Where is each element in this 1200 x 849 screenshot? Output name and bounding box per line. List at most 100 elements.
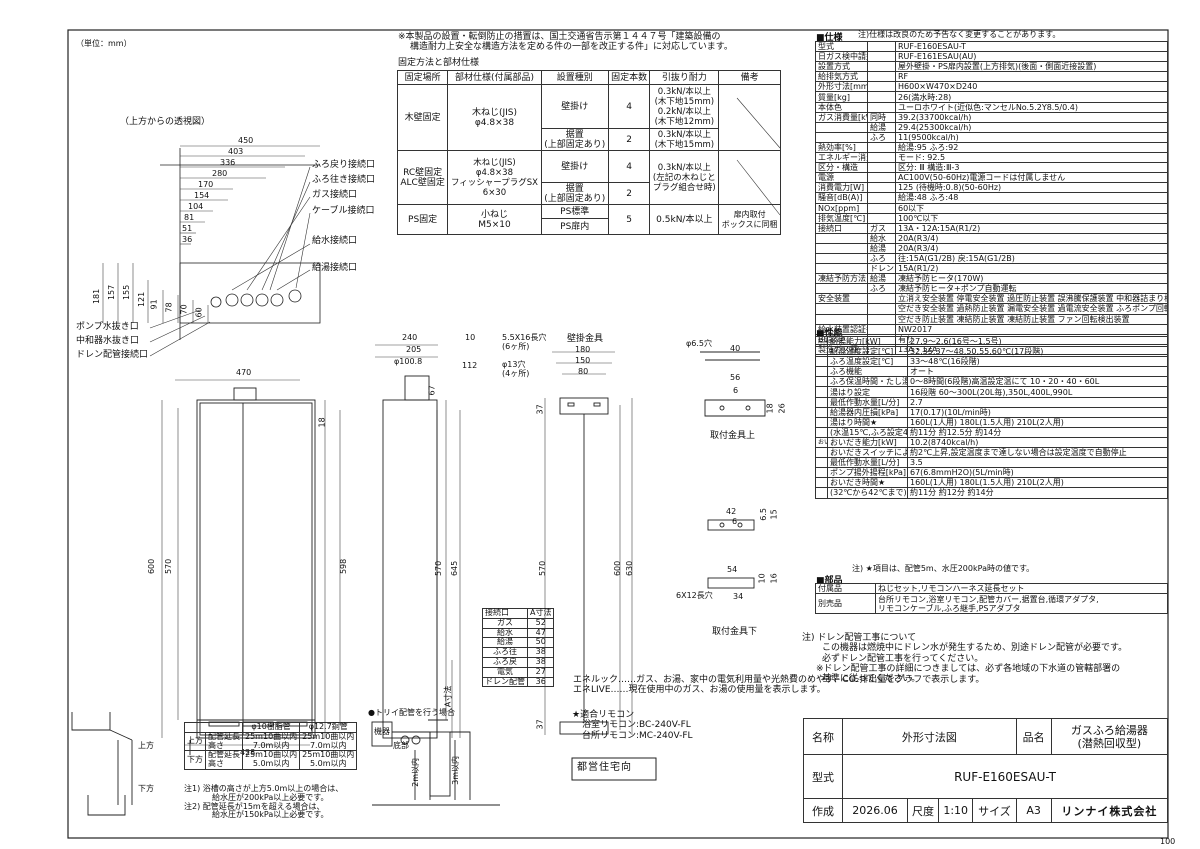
spec-sub	[867, 141, 896, 154]
parts-label-included: 付属品	[815, 582, 876, 595]
spec-value: RUF-E160ESAU-T	[895, 40, 1168, 53]
spec-label	[815, 242, 868, 254]
pipe-notes: 注1) 浴槽の高さが上方5.0m以上の場合は、 給水圧が200kPa以上必要です…	[184, 784, 343, 820]
dim-wall-180: 180	[575, 345, 591, 354]
conn-label-drain-pipe: ドレン配管接続口	[76, 350, 149, 360]
front-view-dims	[161, 379, 341, 746]
dim-wall-570: 570	[538, 560, 548, 577]
perf-label: (水温15℃,ふろ設定42℃)	[827, 426, 908, 438]
front-view-drawing	[189, 387, 316, 755]
spec-row: 日ガス検中請型式RUF-E161ESAU(AU)	[815, 51, 1168, 63]
spec-value: 屋外壁掛・PS扉内設置(上方排気)(後面・側面近接設置)	[895, 61, 1168, 73]
title-model-label: 型式	[803, 754, 843, 799]
spec-label	[815, 303, 868, 315]
a-row-value: 36	[526, 676, 555, 688]
perf-table: 給湯・湯はり給湯能力[kW]27.9〜2.6(16号〜1.5号)給湯温度設定[℃…	[815, 335, 1168, 499]
spec-label	[815, 313, 868, 325]
title-block: 名称 外形寸法図 品名 ガスふろ給湯器 (潜熱回収型) 型式 RUF-E160E…	[803, 718, 1169, 823]
fix-ps-place: PS固定	[396, 204, 449, 235]
side-view-dims	[375, 344, 461, 738]
fix-wood-b-type: 据置 (上部固定あり)	[540, 128, 609, 151]
front-view-exhaust	[233, 387, 257, 401]
perf-group	[815, 346, 828, 358]
spec-row: 給水装置認証番号NW2017	[815, 323, 1168, 335]
spec-label: 安全装置	[815, 293, 868, 305]
spec-label	[815, 252, 868, 265]
perf-value: 16段階 60〜300L(20L毎),350L,400L,990L	[907, 386, 1168, 398]
drain-note: 注) ドレン配管工事について この機器は燃焼中にドレン水が発生するため、別途ドレ…	[802, 633, 1127, 685]
perf-row: ふろ温度設定[℃]33〜48℃(16段階)	[815, 356, 1168, 368]
remote-title: ★適合リモコン	[572, 710, 635, 720]
fix-wood-a-count: 4	[607, 84, 651, 129]
fix-ps-b-type: PS扉内	[540, 218, 609, 235]
dim-wall-37b: 37	[535, 719, 545, 730]
wall-bracket-label: 壁掛金具	[567, 334, 604, 344]
fix-ps-spec: 小ねじ M5×10	[447, 204, 542, 235]
pipe-row-up-label: 配管延長 高さ	[205, 731, 243, 752]
title-model: RUF-E160ESAU-T	[842, 754, 1168, 799]
spec-value: 凍結予防ヒータ+ポンプ自動運転	[895, 283, 1168, 295]
pipe-row-down: 下方	[184, 750, 206, 770]
conn-label-gas: ガス接続口	[312, 190, 358, 200]
spec-sub: ふろ	[867, 252, 896, 265]
perf-group	[815, 396, 828, 408]
perf-value: 2.7	[907, 396, 1168, 408]
dim-170: 170	[198, 180, 214, 189]
perf-label: (32℃から42℃まで)	[827, 487, 908, 499]
fix-wood-a-type: 壁掛け	[540, 84, 609, 129]
spec-label: 電源	[815, 172, 868, 184]
perf-group	[815, 477, 828, 489]
perf-value: オート	[907, 366, 1168, 378]
dim-bt-6: 6	[733, 386, 739, 395]
fix-wood-spec: 木ねじ(JIS) φ4.8×38	[447, 84, 542, 151]
a-row-value: 52	[526, 617, 555, 629]
pipe-note-line: 給水圧が200kPa以上必要です。	[212, 792, 329, 802]
perf-value: 32,35,37〜48,50,55,60℃(17段階)	[907, 346, 1168, 358]
conn-label-cable: ケーブル接続口	[312, 206, 375, 216]
spec-value: 給湯:95 ふろ:92	[895, 141, 1168, 154]
perf-value: 17(0.17)(10L/min時)	[907, 406, 1168, 418]
spec-sub	[867, 152, 896, 164]
pipe-note-line: 給水圧が150kPa以上必要です。	[212, 810, 329, 820]
spec-row: NOx[ppm]60以下	[815, 202, 1168, 214]
wall-bracket-top	[559, 397, 609, 415]
top-view-connector	[240, 293, 254, 307]
spec-row: 空だき防止装置 凍結防止装置 凍結防止装置 ファン回転検出装置	[815, 313, 1168, 325]
perf-label: おいだきスイッチによるおいだき	[827, 447, 908, 459]
perf-row: 最低作動水量[L/分]2.7	[815, 396, 1168, 408]
a-row-port: ふろ往	[482, 647, 528, 658]
spec-label	[815, 131, 868, 143]
title-made-label: 作成	[803, 798, 843, 823]
spec-value: 60以下	[895, 202, 1168, 214]
spec-value: モード: 92.5	[895, 152, 1168, 164]
toi-h2-label: 3m以内	[451, 755, 461, 785]
pipe-note-line: 注2) 配管延長が15mを超える場合は、	[184, 801, 325, 811]
dim-280: 280	[212, 169, 228, 178]
unit-label: （単位：mm）	[76, 39, 132, 48]
bt-phi-label: φ6.5穴	[686, 339, 712, 348]
install-note: ※本製品の設置・転倒防止の措置は、国土交通省告示第１４４７号「建築設備の 構造耐…	[398, 32, 733, 53]
dim-side-phi: φ100.8	[394, 357, 423, 366]
dim-157: 157	[107, 284, 117, 301]
spec-sub	[867, 182, 896, 194]
spec-sub	[867, 303, 896, 315]
dim-front-18: 18	[317, 417, 327, 428]
perf-value: 33〜48℃(16段階)	[907, 356, 1168, 368]
ene-note: エネルック……ガス、お湯、家中の電気利用量や光熱費のめやす、CO₂排出量をグラフ…	[573, 675, 984, 696]
spec-label: 日ガス検中請型式	[815, 51, 868, 63]
spec-value: 100℃以下	[895, 212, 1168, 224]
spec-row: エネルギー消費効率[%]モード: 92.5	[815, 152, 1168, 164]
remote-info: ★適合リモコン 浴室リモコン:BC-240V-FL 台所リモコン:MC-240V…	[572, 710, 693, 741]
conn-label-pump-drain: ポンプ水抜き口	[76, 322, 139, 332]
fix-wood-a-force: 0.3kN/本以上 (木下地15mm) 0.2kN/本以上 (木下地12mm)	[649, 84, 720, 129]
perf-row: おいだきおいだき能力[kW]10.2(8740kcal/h)	[815, 436, 1168, 449]
dim-121: 121	[137, 291, 147, 308]
perf-value: 約11分 約12分 約14分	[907, 487, 1168, 499]
spec-row: 本体色ユーロホワイト(近似色:マンセルNo.5.2Y8.5/0.4)	[815, 101, 1168, 113]
spec-table-body: 型式RUF-E160ESAU-T日ガス検中請型式RUF-E161ESAU(AU)…	[815, 40, 1168, 355]
title-size-label: サイズ	[972, 798, 1017, 823]
spec-label: 設置方式	[815, 61, 868, 73]
